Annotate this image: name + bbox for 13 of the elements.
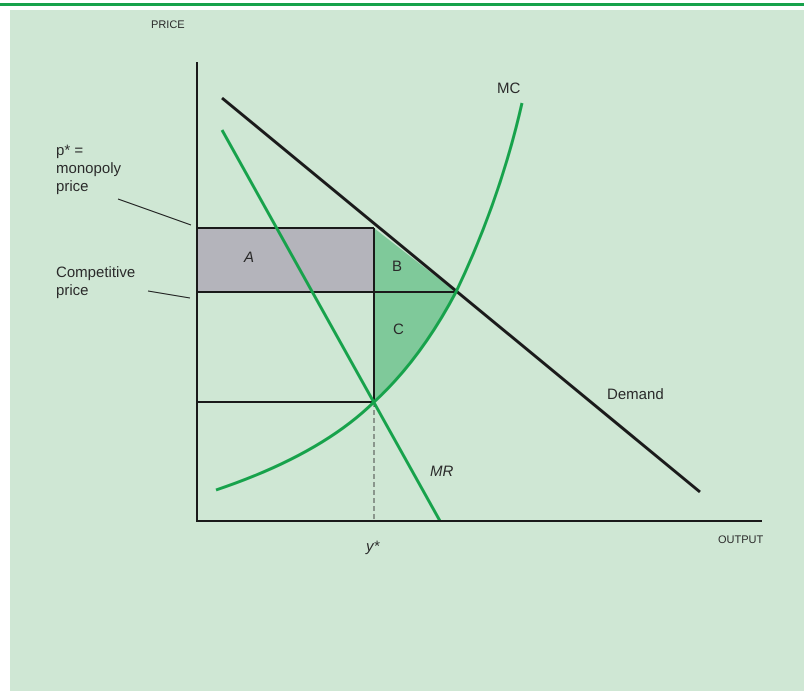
axis-label: OUTPUT [718,533,764,548]
annotation-text: Competitive price [56,264,144,300]
leader-line [118,198,192,226]
axis-label: PRICE [151,18,185,33]
curve-label: MC [497,80,520,98]
leader-line [148,290,190,298]
area-label: A [244,249,254,267]
curve-label: Demand [607,386,664,404]
area-label: B [392,258,402,276]
curve-label: MR [430,463,454,481]
annotation-text: p* = monopoly price [56,142,151,196]
area-label: C [393,321,404,339]
axis-tick-label: y* [366,538,380,556]
